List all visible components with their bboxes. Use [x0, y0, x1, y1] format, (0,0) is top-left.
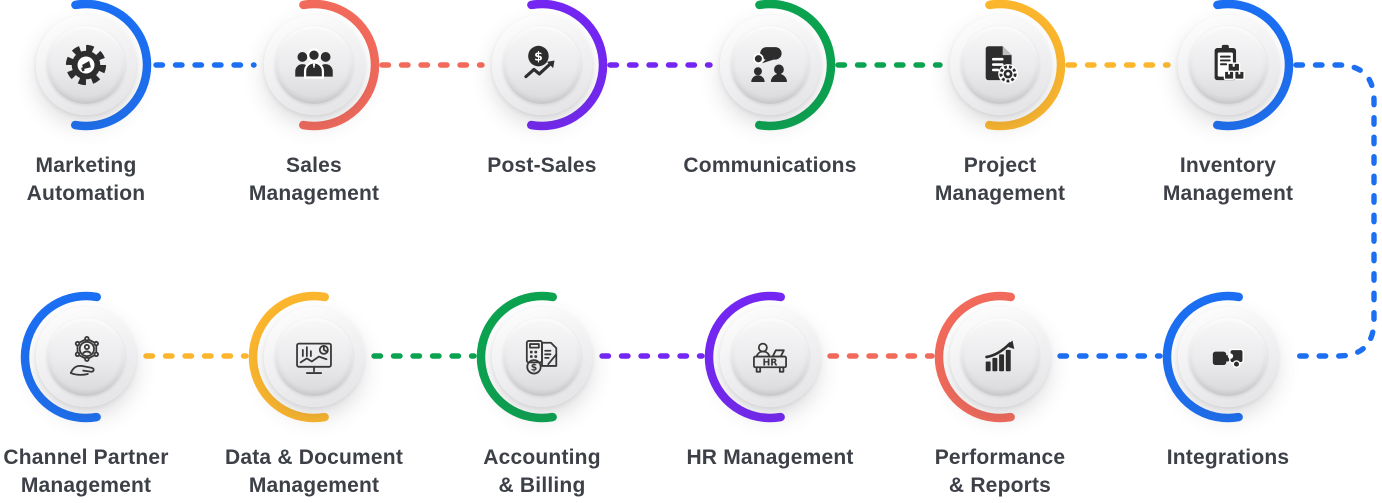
node-label: Accounting & Billing: [483, 446, 601, 497]
team-icon: [295, 48, 333, 79]
svg-text:$: $: [531, 362, 538, 373]
node-circle: [1178, 15, 1278, 115]
node-circle: HR: [720, 307, 820, 407]
node-label: HR Management: [686, 446, 854, 469]
node-communications: Communications: [655, 0, 885, 215]
node-label: Sales Management: [248, 154, 380, 205]
node-arc: [934, 0, 1066, 131]
hand-network-icon: [69, 336, 99, 376]
node-label: Data & Document Management: [224, 446, 404, 497]
node-label: Inventory Management: [1162, 154, 1294, 205]
node-arc: [20, 291, 152, 423]
node-label: Performance & Reports: [934, 446, 1066, 497]
node-label: Communications: [683, 154, 857, 177]
node-accounting-billing: $ Accounting & Billing: [427, 291, 657, 503]
megaphone-gear-icon: [65, 44, 107, 86]
node-circle: [36, 307, 136, 407]
puzzle-pieces-icon: [1212, 348, 1244, 369]
dollar-growth-icon: $: [524, 45, 555, 79]
node-label: Integrations: [1166, 446, 1290, 469]
chat-people-icon: [751, 47, 787, 82]
node-label: Marketing Automation: [26, 154, 146, 205]
svg-text:HR: HR: [762, 357, 778, 368]
node-circle: [720, 15, 820, 115]
node-circle: [1178, 307, 1278, 407]
node-arc: [1162, 291, 1294, 423]
bar-chart-arrow-icon: [985, 340, 1015, 372]
node-circle: [264, 15, 364, 115]
node-arc: [934, 291, 1066, 423]
node-arc: [476, 291, 608, 423]
node-performance-reports: Performance & Reports: [885, 291, 1115, 503]
node-inventory-management: Inventory Management: [1113, 0, 1343, 215]
monitor-charts-icon: [296, 342, 332, 374]
node-sales-management: Sales Management: [199, 0, 429, 215]
node-marketing-automation: Marketing Automation: [0, 0, 201, 215]
node-arc: [248, 0, 380, 131]
node-circle: [950, 15, 1050, 115]
node-circle: [264, 307, 364, 407]
node-circle: $: [492, 15, 592, 115]
calculator-invoice-icon: $: [525, 340, 558, 375]
node-label: Channel Partner Management: [3, 446, 169, 497]
node-arc: [476, 0, 608, 131]
node-data-document-management: Data & Document Management: [199, 291, 429, 503]
node-label: Project Management: [934, 154, 1066, 205]
node-arc: [20, 0, 152, 131]
node-project-management: Project Management: [885, 0, 1115, 215]
node-hr-management: HR HR Management: [655, 291, 885, 503]
connector-inventory-integrations-loop: [1285, 62, 1377, 359]
node-circle: $: [492, 307, 592, 407]
node-arc: [704, 291, 836, 423]
node-arc: [248, 291, 380, 423]
document-gear-icon: [985, 46, 1018, 84]
node-post-sales: $ Post-Sales: [427, 0, 657, 215]
node-arc: [704, 0, 836, 131]
node-channel-partner-management: Channel Partner Management: [0, 291, 201, 503]
node-circle: [950, 307, 1050, 407]
node-integrations: Integrations: [1113, 291, 1343, 503]
node-arc: [1162, 0, 1294, 131]
clipboard-boxes-icon: [1214, 44, 1245, 81]
hr-desk-icon: HR: [753, 342, 787, 373]
node-label: Post-Sales: [487, 154, 597, 177]
svg-text:$: $: [534, 49, 543, 64]
node-circle: [36, 15, 136, 115]
